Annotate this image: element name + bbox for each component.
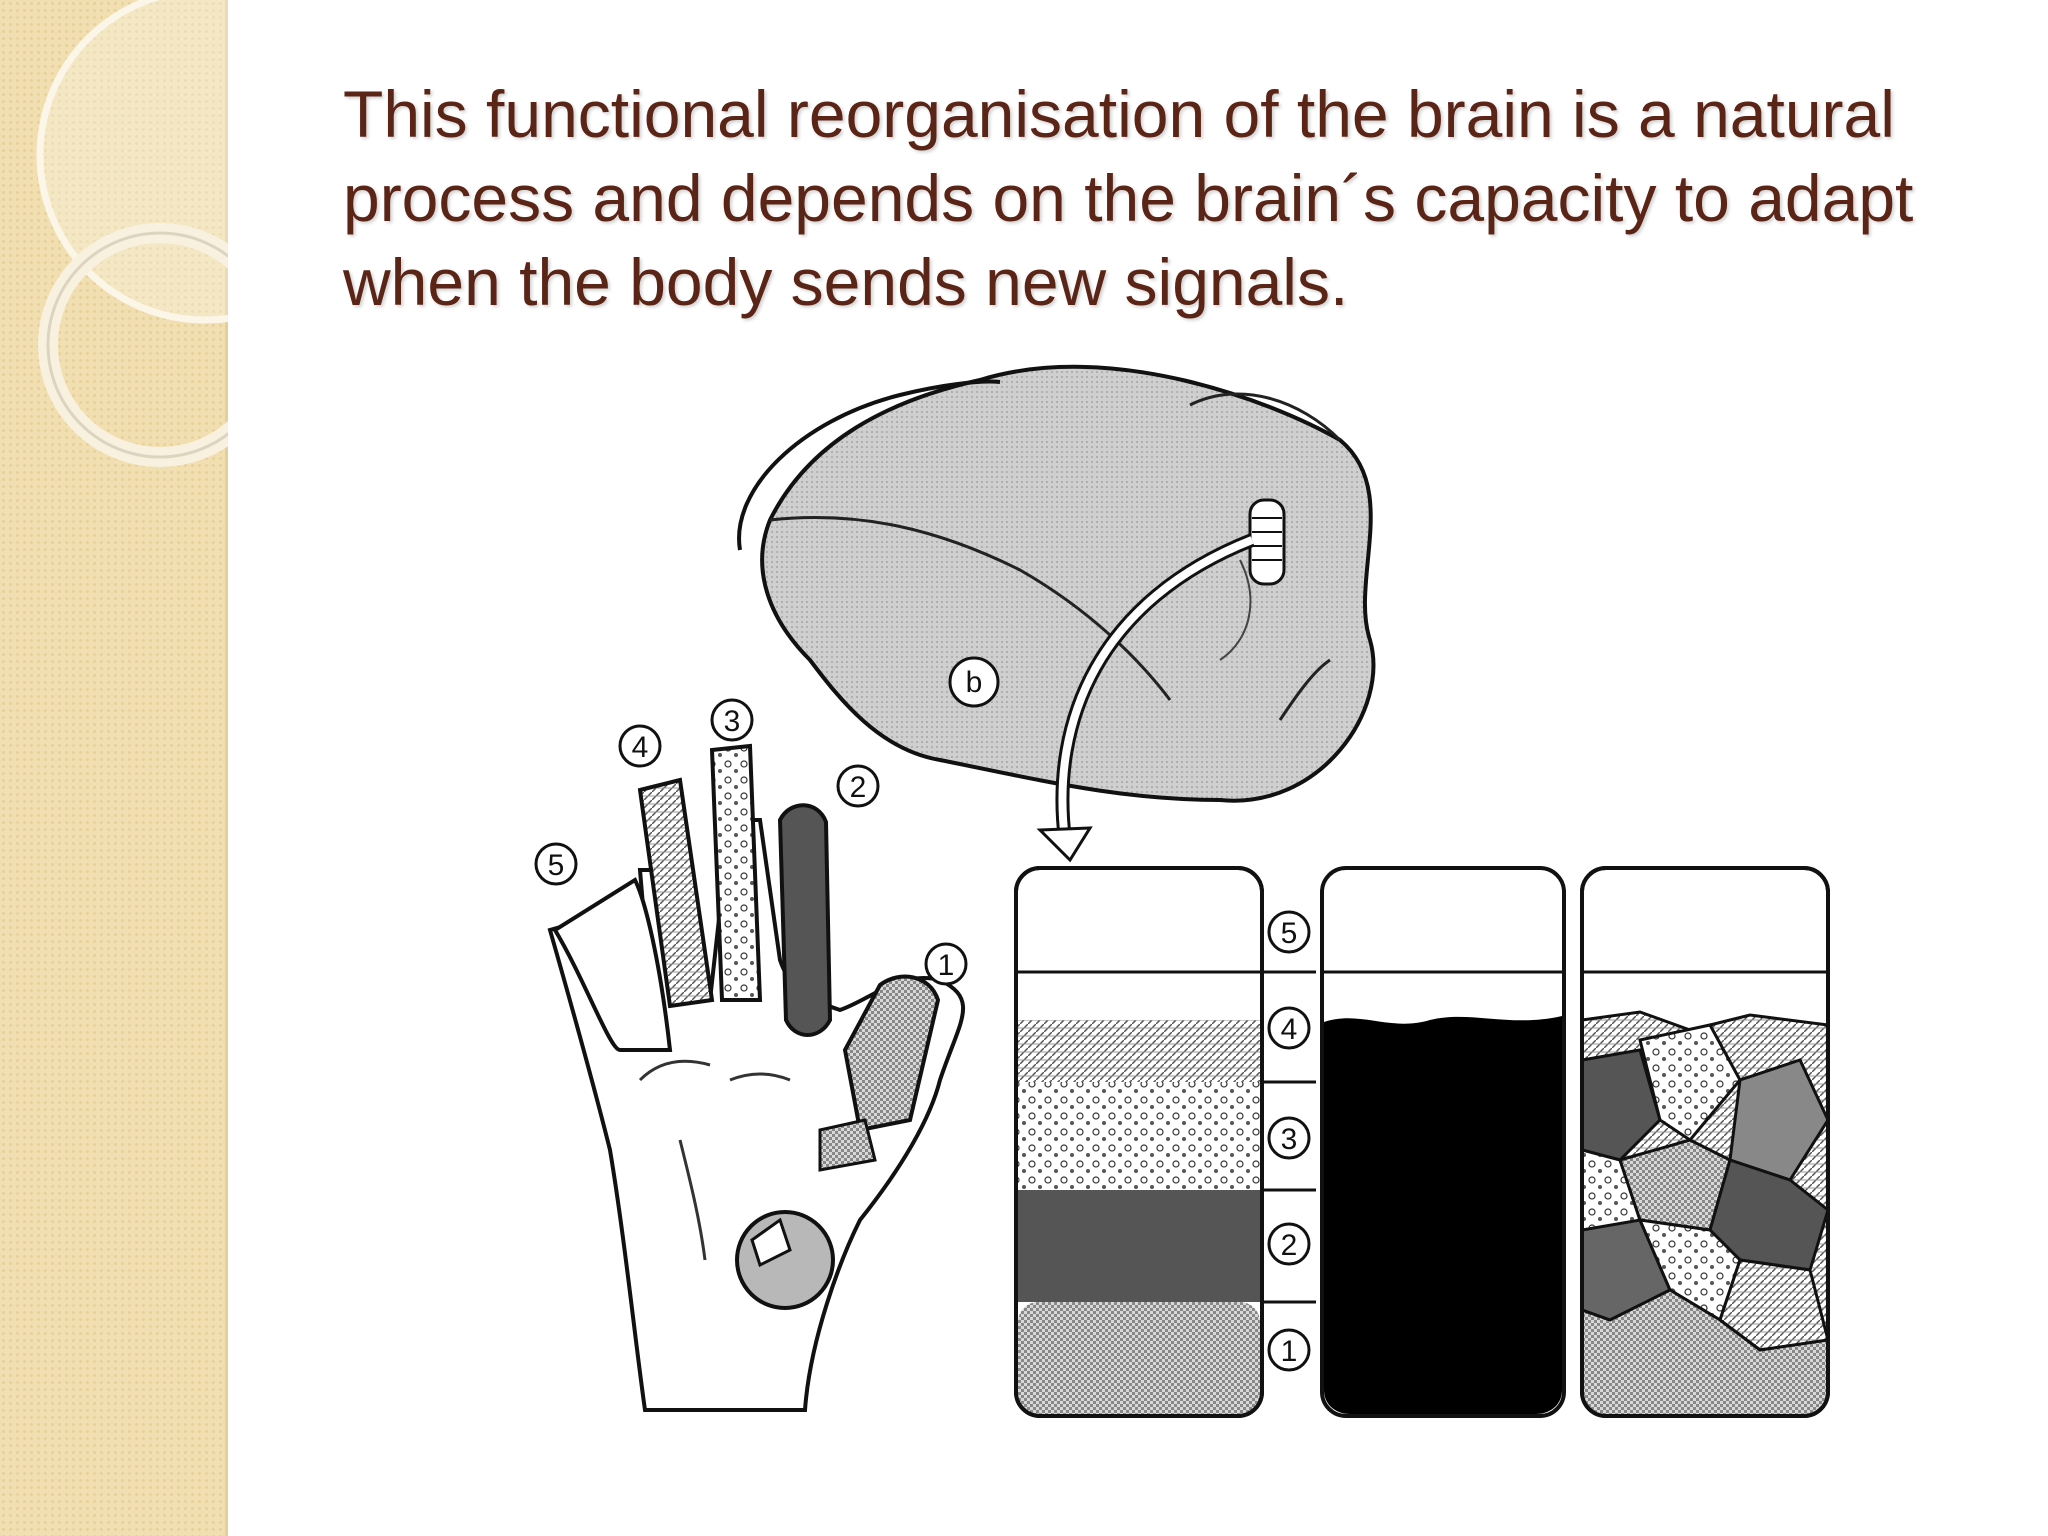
cortex-labels: 5 4 3 2 1	[1262, 910, 1316, 1372]
finger-label-2: 2	[850, 771, 867, 804]
finger-label-1: 1	[938, 949, 955, 982]
finger-label-5: 5	[548, 849, 565, 882]
cortex-label-5: 5	[1281, 917, 1298, 950]
finger-label-3: 3	[724, 705, 741, 738]
finger-label-4: 4	[632, 731, 649, 764]
hand-illustration: 5 4 3 2 1	[534, 698, 968, 1412]
cortex-label-1: 1	[1281, 1335, 1298, 1368]
decorative-sidebar	[0, 0, 228, 1536]
brain-label-circle	[948, 656, 1000, 708]
cortex-column-black	[1320, 866, 1566, 1418]
cortex-column-normal	[1014, 866, 1264, 1418]
cortex-label-2: 2	[1281, 1229, 1298, 1262]
slide-title: This functional reorganisation of the br…	[343, 77, 1914, 319]
cortex-label-4: 4	[1281, 1013, 1298, 1046]
hand-cortex-diagram: b 5 4 3 2 1	[340, 360, 1920, 1510]
brain-label: b	[966, 666, 983, 699]
brain-illustration: b	[737, 364, 1376, 863]
cortex-label-3: 3	[1281, 1123, 1298, 1156]
decorative-rings	[36, 0, 228, 467]
cortex-column-mosaic	[1580, 866, 1830, 1418]
